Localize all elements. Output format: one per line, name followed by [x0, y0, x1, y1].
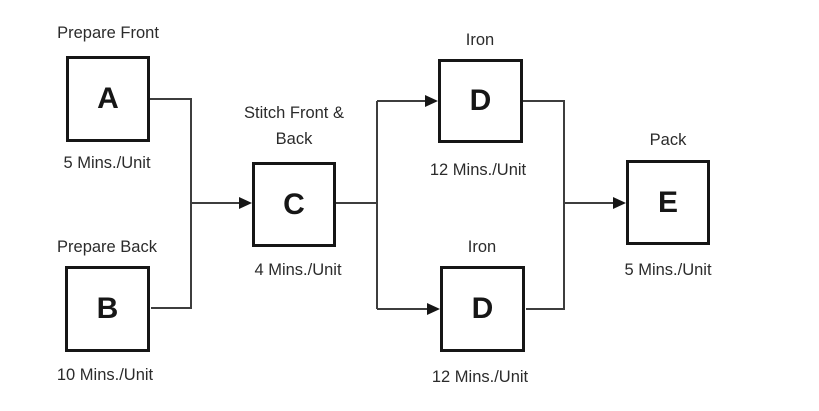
- node-d-top-letter: D: [469, 84, 492, 117]
- edge-a-b-merge: [150, 98, 192, 309]
- node-a-task-label: Prepare Front: [57, 24, 159, 42]
- arrowhead-into-d-bottom: [427, 303, 440, 315]
- node-e-task-label: Pack: [649, 131, 687, 149]
- edge-d-merge: [523, 100, 565, 310]
- node-e-box: E: [626, 160, 710, 245]
- node-a-letter: A: [97, 82, 119, 115]
- arrowhead-into-d-top: [425, 95, 438, 107]
- node-e-letter: E: [657, 185, 678, 219]
- node-b-task-label: Prepare Back: [57, 238, 157, 256]
- node-d-top-time-label: 12 Mins./Unit: [429, 161, 527, 179]
- node-b-letter: B: [96, 292, 119, 325]
- arrowhead-into-c: [239, 197, 252, 209]
- node-c-time-label: 4 Mins./Unit: [254, 261, 342, 279]
- node-d-top-task-label: Iron: [465, 31, 495, 49]
- node-b-box: B: [65, 266, 150, 352]
- node-d-bottom-box: D: [440, 266, 525, 352]
- node-d-bottom-letter: D: [471, 292, 494, 325]
- arrowhead-into-e: [613, 197, 626, 209]
- node-c-letter: C: [283, 187, 305, 221]
- node-a-time-label: 5 Mins./Unit: [63, 154, 151, 172]
- node-d-bottom-task-label: Iron: [467, 238, 497, 256]
- node-d-top-box: D: [438, 59, 523, 143]
- node-d-bottom-time-label: 12 Mins./Unit: [431, 368, 529, 386]
- node-e-time-label: 5 Mins./Unit: [624, 261, 712, 279]
- node-c-box: C: [252, 162, 336, 247]
- node-c-task-label: Stitch Front & Back: [244, 104, 344, 148]
- node-a-box: A: [66, 56, 150, 142]
- node-b-time-label: 10 Mins./Unit: [56, 366, 154, 384]
